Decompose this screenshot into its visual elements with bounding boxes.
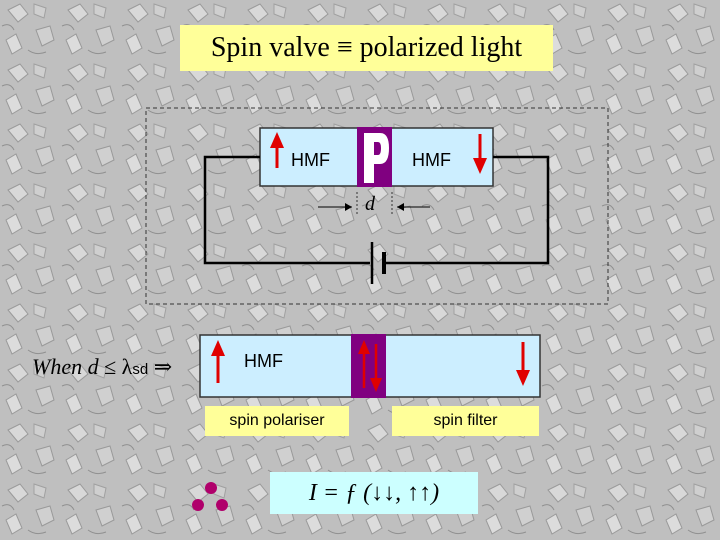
dots-logo-icon (192, 482, 228, 511)
hmf-label-bottom: HMF (244, 351, 283, 371)
gap-arrow-left (318, 203, 352, 211)
condition-rel: ≤ (98, 354, 122, 379)
condition-var: d (87, 354, 99, 379)
condition-implies: ⇒ (148, 354, 173, 379)
caption-spin-filter-text: spin filter (433, 412, 498, 429)
condition-sub: sd (132, 361, 149, 378)
caption-spin-polariser: spin polariser (205, 406, 349, 436)
gap-arrow-right (397, 203, 430, 211)
spin-down-arrow-bottom-right (516, 342, 530, 386)
caption-spin-filter: spin filter (392, 406, 539, 436)
spin-up-arrow-bottom-left (211, 340, 225, 383)
slide-title: Spin valve ≡ polarized light (180, 25, 553, 71)
condition-text: When d ≤ λsd ⇒ (32, 354, 172, 380)
bottom-spacer-layer (351, 334, 386, 398)
dashed-frame (145, 107, 609, 305)
equation-text: I = ƒ (↓↓, ↑↑) (308, 479, 440, 506)
equation-box: I = ƒ (↓↓, ↑↑) (270, 472, 478, 514)
hmf-label-right: HMF (412, 150, 451, 170)
circuit-wire-right (385, 155, 550, 265)
condition-prefix: When (32, 354, 88, 379)
circuit-wire-left (203, 155, 370, 265)
gap-label-d: d (365, 193, 375, 215)
spacer-letter-p (364, 133, 389, 183)
spin-up-arrow-spacer (358, 340, 370, 388)
slide-title-text: Spin valve ≡ polarized light (210, 32, 523, 63)
spin-down-arrow-top-right (473, 134, 487, 174)
spin-down-arrow-spacer (370, 344, 382, 392)
caption-spin-polariser-text: spin polariser (229, 412, 325, 429)
spin-up-arrow-top-left (270, 132, 284, 168)
hmf-label-left: HMF (291, 150, 330, 170)
condition-lambda: λ (121, 354, 133, 379)
